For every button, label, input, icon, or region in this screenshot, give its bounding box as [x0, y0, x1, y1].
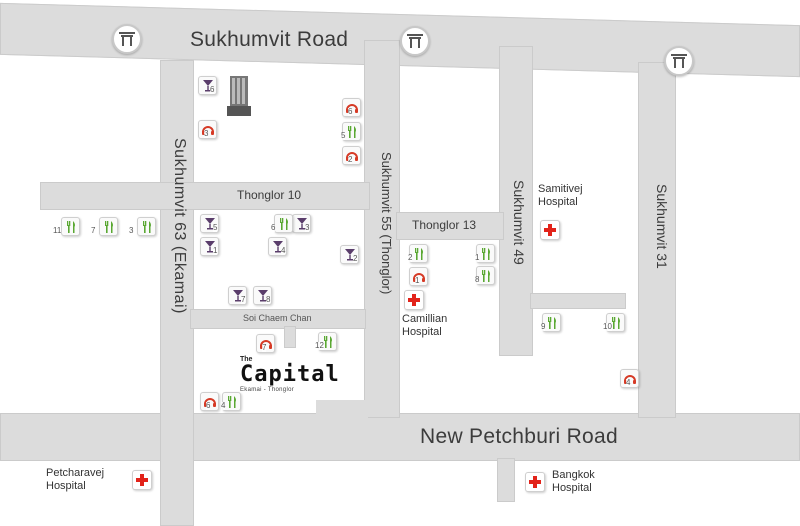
sukhumvit-55-road: [364, 40, 400, 418]
hospital-icon-camillian[interactable]: [404, 290, 424, 310]
capital-name: Capital: [240, 362, 340, 387]
restaurant-icon[interactable]: 4: [221, 392, 241, 411]
bar-icon[interactable]: 6: [198, 76, 217, 95]
thonglor-10-label: Thonglor 10: [237, 188, 302, 202]
building-icon: [227, 76, 251, 118]
gate-icon-thonglor: [400, 26, 430, 56]
sukhumvit-road-label: Sukhumvit Road: [190, 28, 349, 51]
hospital-icon-samitivej[interactable]: [540, 220, 560, 240]
the-capital-logo[interactable]: The Capital Ekamai - Thonglor: [240, 356, 340, 406]
restaurant-icon[interactable]: 12: [315, 332, 337, 351]
restaurant-icon[interactable]: 1: [475, 244, 495, 263]
bar-icon[interactable]: 1: [200, 237, 219, 256]
restaurant-icon[interactable]: 11: [53, 217, 80, 236]
sukhumvit-49-road: [499, 46, 533, 356]
hospital-icon-petcharavej[interactable]: [132, 470, 152, 490]
hospital-icon-bangkok[interactable]: [525, 472, 545, 492]
bar-icon[interactable]: 4: [268, 237, 287, 256]
spa-icon[interactable]: 6: [200, 392, 219, 411]
thonglor-13-label: Thonglor 13: [412, 218, 477, 232]
sukhumvit-31-label: Sukhumvit 31: [654, 184, 670, 269]
spa-icon[interactable]: 1: [409, 267, 428, 286]
bar-icon[interactable]: 8: [253, 286, 272, 305]
spa-icon[interactable]: 3: [198, 120, 217, 139]
soi-chaem-chan-label: Soi Chaem Chan: [243, 313, 312, 323]
capital-block-road: [316, 400, 368, 418]
spa-icon[interactable]: 7: [256, 334, 275, 353]
thonglor-13-road: [396, 212, 504, 240]
restaurant-icon[interactable]: 7: [91, 217, 118, 236]
gate-icon-sukhumvit-31: [664, 46, 694, 76]
new-petchburi-road-label: New Petchburi Road: [420, 425, 618, 448]
soi-short-road: [284, 326, 296, 348]
restaurant-icon[interactable]: 6: [271, 214, 293, 233]
spa-icon[interactable]: 6: [342, 98, 361, 117]
bar-icon[interactable]: 2: [340, 245, 359, 264]
sukhumvit-55-label: Sukhumvit 55 (Thonglor): [379, 152, 394, 295]
capital-the: The: [240, 356, 253, 363]
new-petchburi-road: [0, 413, 800, 461]
capital-subtitle: Ekamai - Thonglor: [240, 387, 295, 393]
sukhumvit-63-label: Sukhumvit 63 (Ekamai): [171, 138, 188, 314]
sukhumvit-31-road: [638, 62, 676, 418]
bar-icon[interactable]: 7: [228, 286, 247, 305]
restaurant-icon[interactable]: 3: [129, 217, 156, 236]
restaurant-icon[interactable]: 9: [541, 313, 561, 332]
sukhumvit-63-road: [160, 60, 194, 526]
soi-connector-road: [530, 293, 626, 309]
gate-icon-ekamai: [112, 24, 142, 54]
spa-icon[interactable]: 2: [342, 146, 361, 165]
restaurant-icon[interactable]: 8: [475, 266, 495, 285]
restaurant-icon[interactable]: 5: [341, 122, 361, 141]
bar-icon[interactable]: 5: [200, 214, 219, 233]
bangkok-hospital-soi: [497, 458, 515, 502]
bar-icon[interactable]: 3: [292, 214, 311, 233]
sukhumvit-49-label: Sukhumvit 49: [511, 180, 527, 265]
restaurant-icon[interactable]: 10: [603, 313, 625, 332]
restaurant-icon[interactable]: 2: [408, 244, 428, 263]
thonglor-10-road: [40, 182, 370, 210]
spa-icon[interactable]: 4: [620, 369, 639, 388]
soi-chaem-chan-road: [190, 309, 366, 329]
